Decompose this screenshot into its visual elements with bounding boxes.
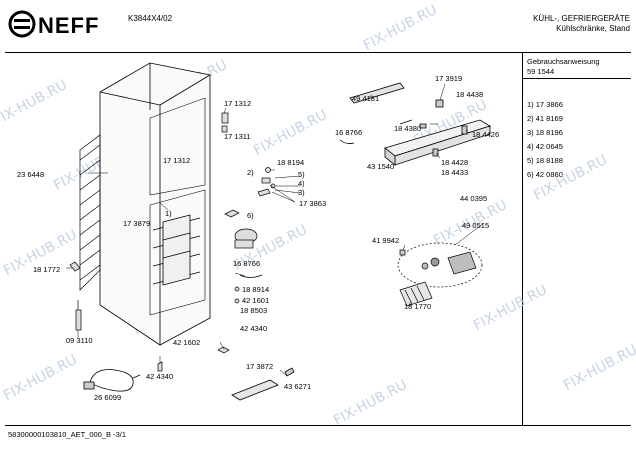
part-label: 16 8766	[335, 128, 363, 137]
side-panel-rule	[522, 78, 631, 79]
part-label: 44 0395	[460, 194, 488, 203]
part-label: 26 6099	[94, 393, 122, 402]
part-label: 17 1311	[224, 132, 251, 141]
legend-item: 1) 17 3866	[527, 100, 563, 109]
drawing-reference: 58300000103810_AET_000_B -3/1	[8, 430, 127, 439]
leader-lines	[66, 83, 485, 377]
callout-label: 3)	[298, 188, 305, 197]
part-label: 18 4438	[456, 90, 484, 99]
part-label: 42 4340	[240, 324, 268, 333]
callout-label: 6)	[247, 211, 254, 220]
lamp-drawing	[397, 242, 483, 307]
cabinet-drawing	[99, 62, 211, 346]
part-label: 17 3872	[246, 362, 274, 371]
part-label: 18 8503	[240, 306, 268, 315]
part-label: 18 8194	[277, 158, 305, 167]
part-label: 42 1601	[242, 296, 270, 305]
part-label: 42 4340	[146, 372, 174, 381]
part-label: 17 3863	[299, 199, 327, 208]
callout-label: 5)	[298, 170, 305, 179]
part-label: 23 6448	[17, 170, 45, 179]
condenser-coil	[79, 134, 101, 291]
manual-title: Gebrauchsanweisung	[527, 57, 600, 66]
part-label: 17 3879	[123, 219, 151, 228]
part-label: 09 3110	[66, 336, 93, 345]
part-label: 42 1602	[173, 338, 201, 347]
legend-item: 6) 42 0860	[527, 170, 563, 179]
part-label: 17 1312	[224, 99, 252, 108]
part-label: 18 1770	[404, 302, 432, 311]
part-label: 43 6271	[284, 382, 312, 391]
manual-code: 59 1544	[527, 67, 555, 76]
callout-label: 4)	[298, 179, 305, 188]
part-label: 17 1312	[163, 156, 191, 165]
part-label: 18 1772	[33, 265, 61, 274]
part-label: 49 4181	[352, 94, 380, 103]
legend-item: 2) 41 8169	[527, 114, 563, 123]
part-label: 18 8914	[242, 285, 270, 294]
neff-logo: NEFF	[8, 10, 99, 38]
part-label: 17 3919	[435, 74, 463, 83]
model-number: K3844X4/02	[128, 14, 173, 23]
subcategory-title: Kühlschränke, Stand	[556, 24, 630, 33]
legend-item: 4) 42 0645	[527, 142, 563, 151]
part-label: 43 1540	[367, 162, 395, 171]
legend-list: 1) 17 3866 2) 41 8169 3) 18 8196 4) 42 0…	[527, 98, 563, 182]
brand-text: NEFF	[38, 13, 99, 38]
category-title: KÜHL-, GEFRIERGERÄTE	[533, 14, 630, 23]
side-panel-divider	[522, 53, 523, 426]
part-label: 49 0515	[462, 221, 490, 230]
callout-label: 2)	[247, 168, 254, 177]
control-panel-drawing	[339, 82, 491, 166]
power-cord	[83, 369, 141, 392]
legend-item: 3) 18 8196	[527, 128, 563, 137]
small-parts	[69, 112, 276, 372]
legend-item: 5) 18 8188	[527, 156, 563, 165]
part-label: 18 4433	[441, 168, 469, 177]
footer-divider	[5, 425, 631, 426]
part-label: 41 9942	[372, 236, 400, 245]
part-label: 18 4428	[441, 158, 469, 167]
part-label: 18 4426	[472, 130, 500, 139]
header-divider	[5, 52, 631, 53]
callout-label: 1)	[165, 209, 172, 218]
bottom-grille	[231, 367, 295, 401]
part-label: 18 4380	[394, 124, 422, 133]
part-label: 16 8766	[233, 259, 261, 268]
